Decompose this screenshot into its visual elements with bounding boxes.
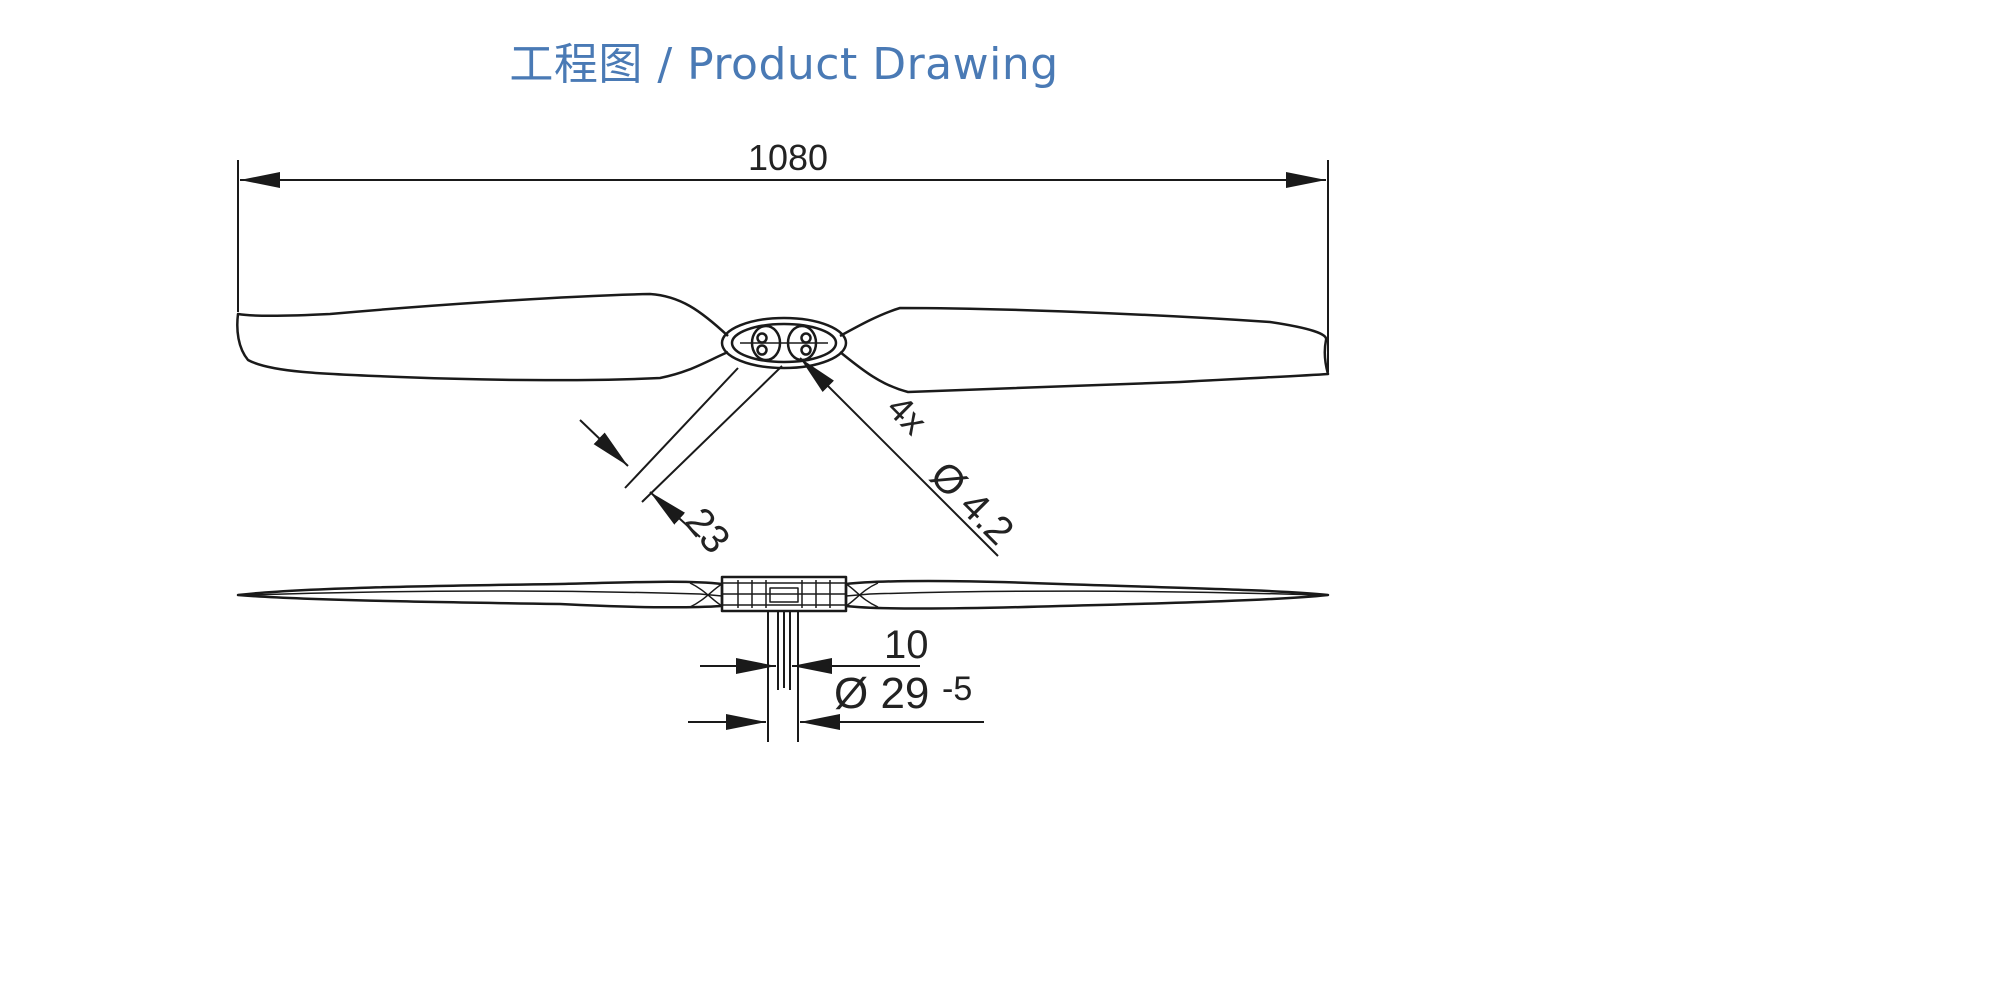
hub-thickness-label: 10	[884, 623, 929, 667]
hole-diameter-label: Ø 4.2	[922, 453, 1022, 553]
propeller-side-view	[236, 575, 1330, 613]
bore-tolerance-label: -5	[942, 670, 972, 708]
propeller-top-view	[236, 292, 1330, 394]
bore-diameter-label: Ø 29	[834, 669, 929, 718]
hole-qty-label: 4x	[879, 387, 935, 443]
overall-length-label: 1080	[748, 137, 828, 178]
page-title: 工程图 / Product Drawing	[509, 39, 1059, 90]
hub-width-label: 23	[676, 500, 738, 562]
hub-width-dimension: 23	[579, 365, 783, 562]
hole-callout-dimension: 4x Ø 4.2	[799, 357, 1022, 557]
propeller-drawing: 1080 23 4x Ø 4.2	[236, 137, 1330, 742]
overall-length-dimension: 1080	[237, 137, 1329, 372]
bore-dimension: 10 Ø 29 -5	[688, 611, 984, 742]
